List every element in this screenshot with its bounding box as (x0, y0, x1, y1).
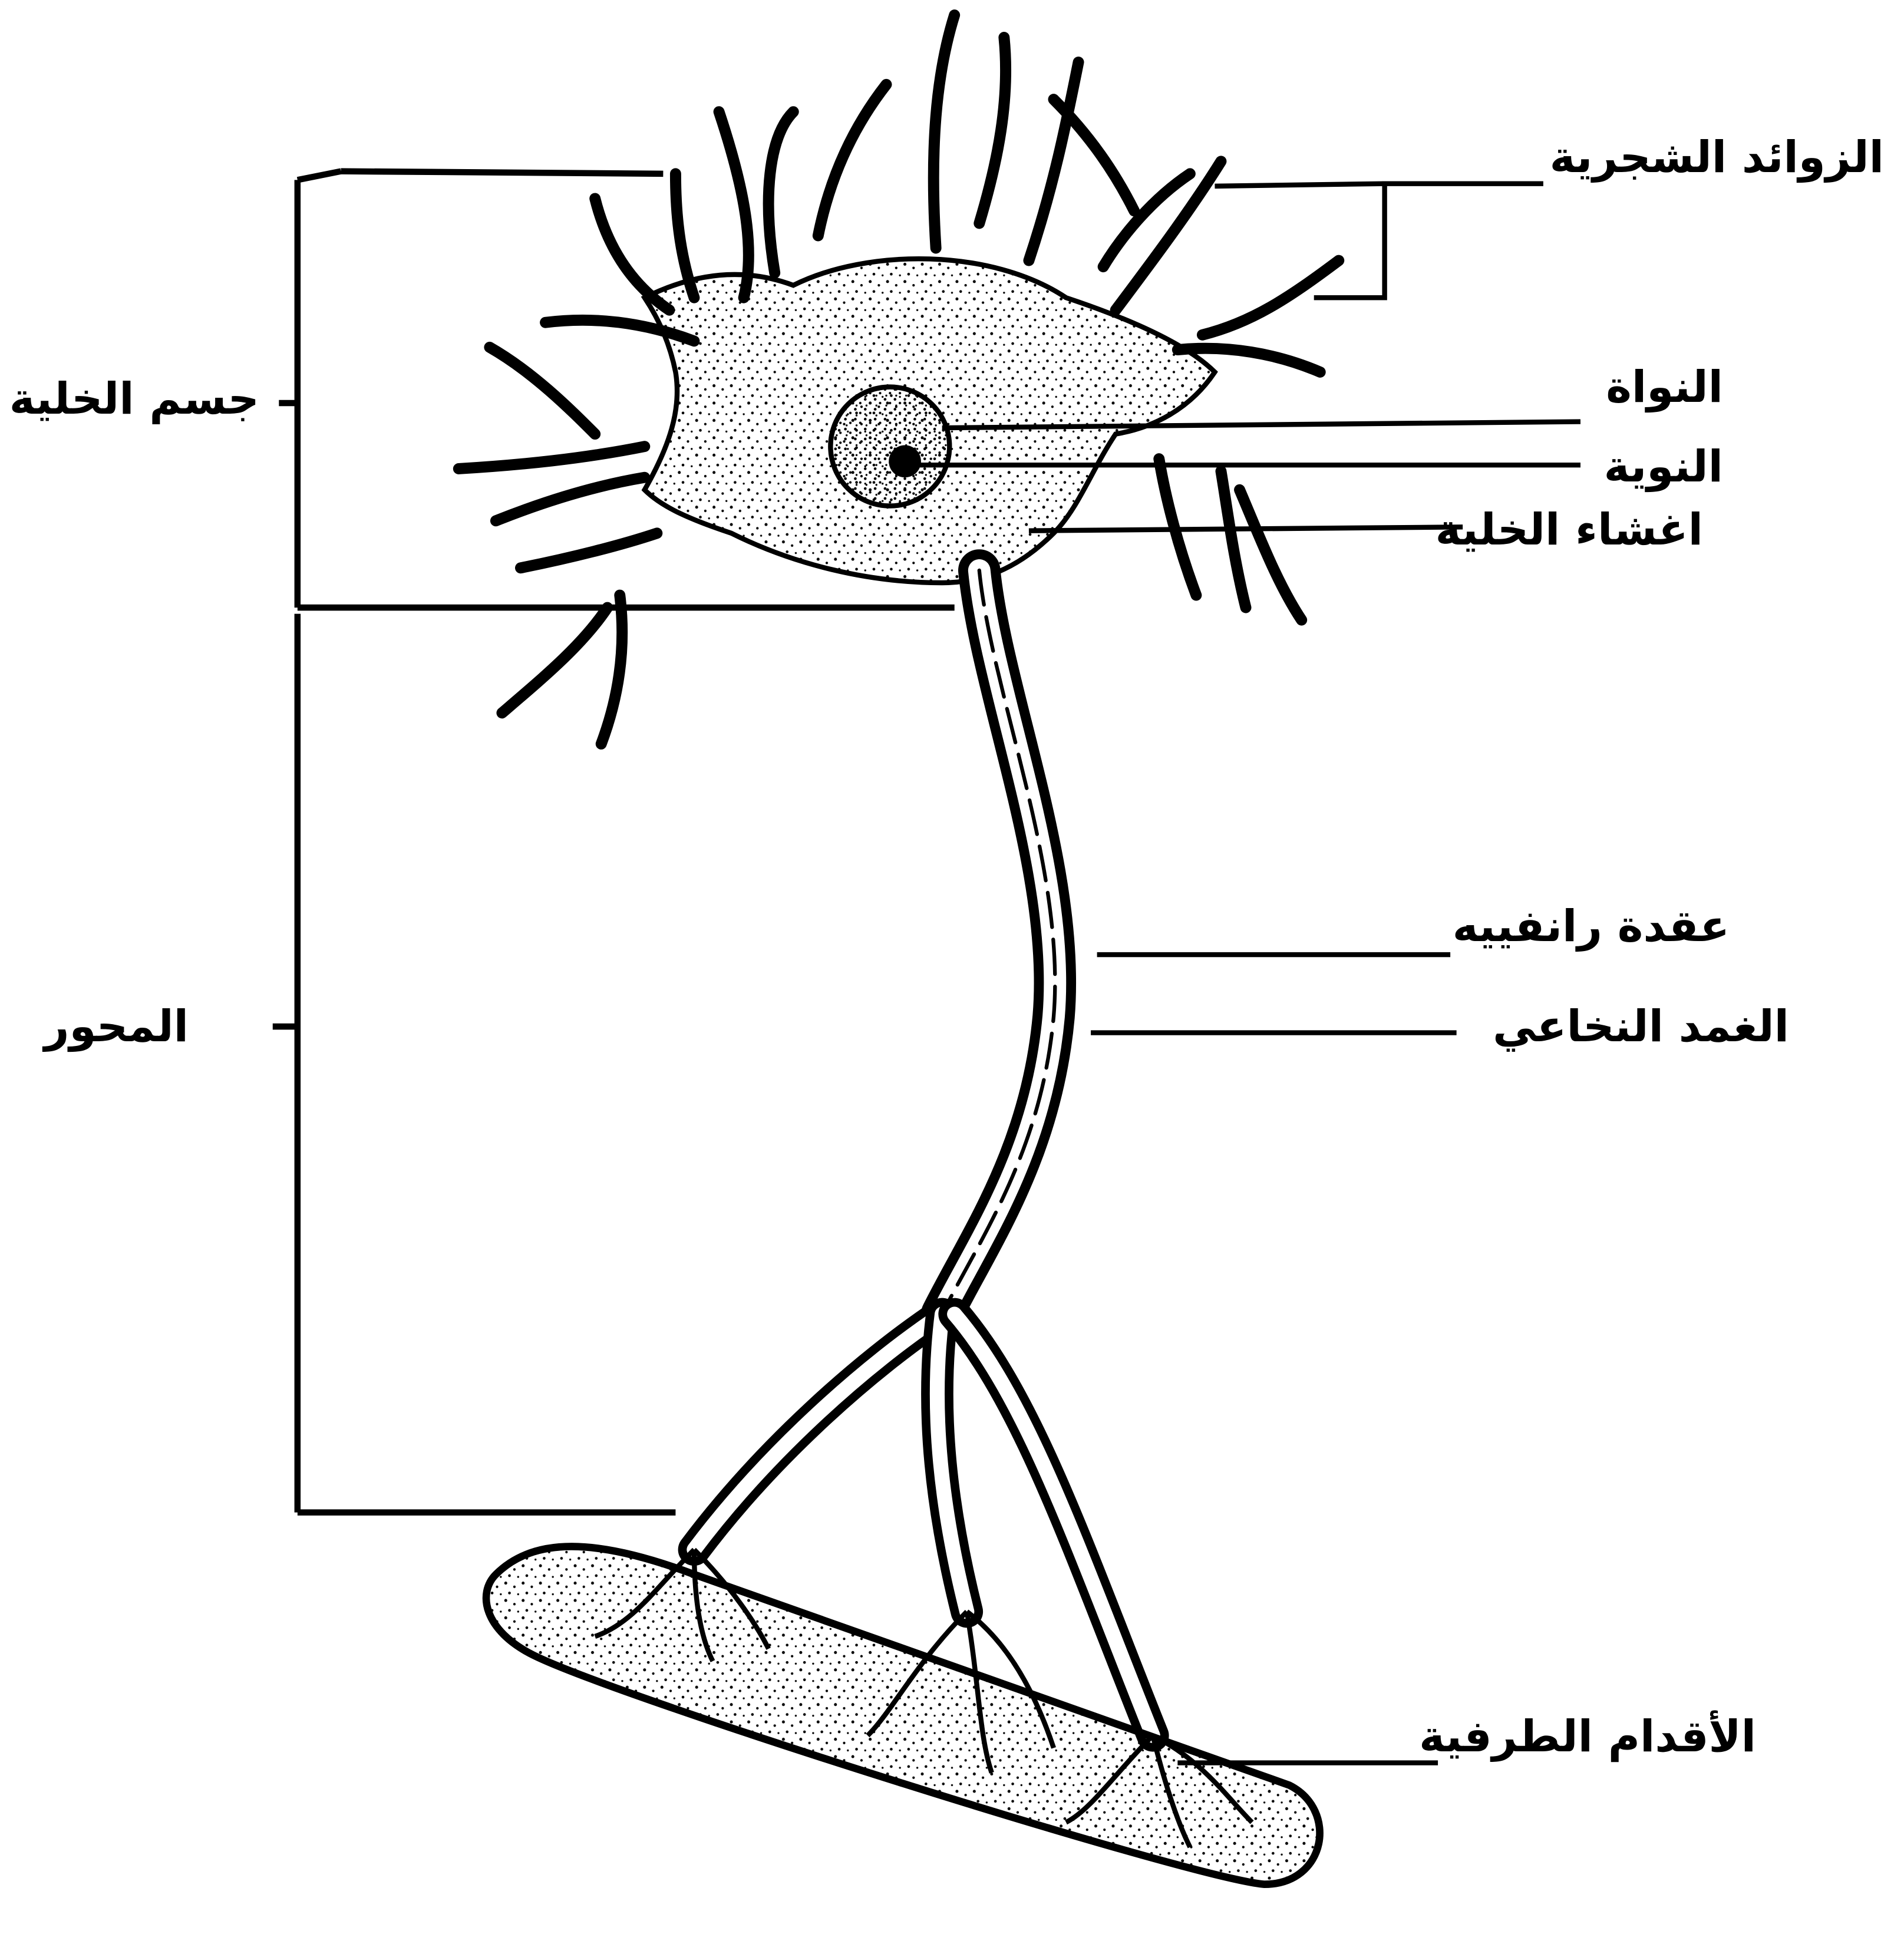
label-myelin-sheath: الغمد النخاعي (1493, 1005, 1789, 1048)
label-dendrites: الزوائد الشجرية (1550, 136, 1884, 179)
label-node-of-ranvier: عقدة رانفييه (1453, 905, 1730, 948)
axon-bracket (273, 614, 676, 1513)
label-cell-body: جسم الخلية (9, 377, 259, 421)
label-axon: المحور (44, 1005, 189, 1048)
axon (694, 570, 1153, 1735)
label-nucleolus: النوية (1604, 445, 1723, 489)
label-axon-terminals: الأقدام الطرفية (1419, 1715, 1756, 1758)
nucleolus (889, 445, 921, 478)
axon-terminals (486, 1546, 1320, 1884)
cell-body (645, 259, 1215, 583)
nucleus (830, 387, 949, 506)
label-nucleus: النواة (1606, 365, 1723, 409)
label-cell-membrane: اغشاء الخلية (1436, 508, 1703, 552)
